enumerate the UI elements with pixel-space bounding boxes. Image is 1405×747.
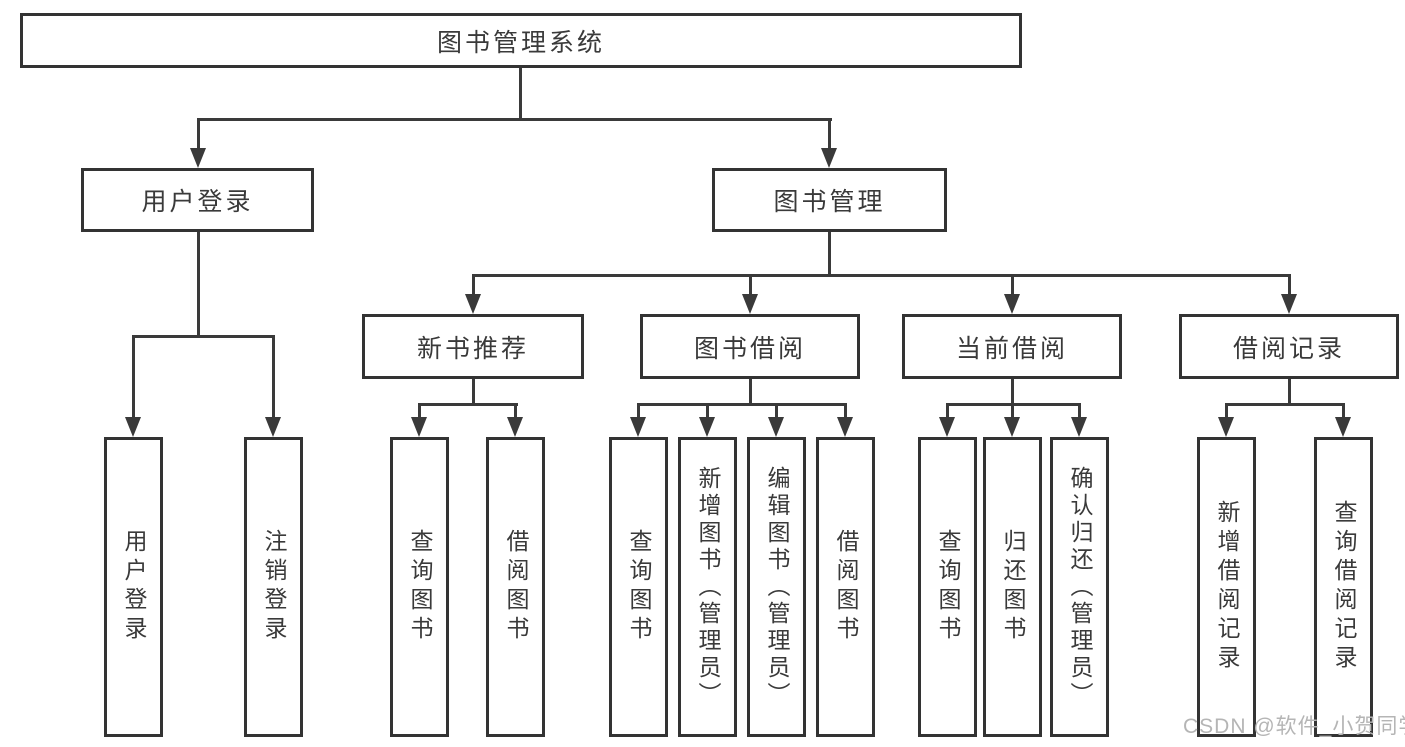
leaf-current-query-books-label: 查询图书	[935, 529, 961, 645]
leaf-add-borrow-record: 新增借阅记录	[1197, 437, 1256, 737]
connector-line	[946, 403, 949, 419]
leaf-borrow-borrow-books: 借阅图书	[816, 437, 875, 737]
connector-line	[844, 403, 847, 419]
leaf-borrow-query-books: 查询图书	[609, 437, 668, 737]
node-user-login-label: 用户登录	[141, 188, 254, 216]
arrow-down-icon	[1071, 417, 1087, 437]
connector-line	[197, 118, 832, 121]
watermark-text: CSDN @软件_小贺同学	[1183, 715, 1405, 738]
connector-line	[472, 379, 475, 406]
leaf-borrow-query-books-label: 查询图书	[626, 529, 652, 645]
connector-line	[132, 335, 135, 419]
node-borrow-records-label: 借阅记录	[1232, 334, 1345, 363]
node-book-borrow-label: 图书借阅	[693, 334, 806, 363]
connector-line	[1011, 403, 1014, 419]
leaf-edit-book-admin-label: 编辑图书（管理员）	[764, 465, 790, 709]
connector-line	[749, 274, 752, 296]
connector-line	[132, 335, 275, 338]
leaf-user-login: 用户登录	[104, 437, 163, 737]
node-book-management-label: 图书管理	[773, 188, 886, 216]
connector-line	[775, 403, 778, 419]
arrow-down-icon	[939, 417, 955, 437]
connector-line	[1288, 379, 1291, 406]
arrow-down-icon	[821, 148, 837, 168]
connector-line	[1011, 274, 1014, 296]
connector-line	[519, 68, 522, 118]
leaf-logout-label: 注销登录	[261, 529, 287, 645]
leaf-query-borrow-record-label: 查询借阅记录	[1331, 500, 1357, 674]
arrow-down-icon	[1004, 417, 1020, 437]
connector-line	[828, 118, 831, 150]
leaf-user-login-label: 用户登录	[121, 529, 147, 645]
connector-line	[1011, 379, 1014, 406]
connector-line	[828, 232, 831, 277]
connector-line	[637, 403, 640, 419]
node-borrow-records: 借阅记录	[1179, 314, 1399, 379]
node-user-login: 用户登录	[81, 168, 314, 232]
connector-line	[272, 335, 275, 419]
connector-line	[1288, 274, 1291, 296]
connector-line	[418, 403, 421, 419]
arrow-down-icon	[125, 417, 141, 437]
leaf-recommend-borrow-books-label: 借阅图书	[503, 529, 529, 645]
leaf-recommend-query-books-label: 查询图书	[407, 529, 433, 645]
leaf-return-books-label: 归还图书	[1000, 529, 1026, 645]
node-root: 图书管理系统	[20, 13, 1022, 68]
node-book-management: 图书管理	[712, 168, 947, 232]
leaf-confirm-return-admin-label: 确认归还（管理员）	[1067, 465, 1093, 709]
node-current-borrow-label: 当前借阅	[955, 334, 1068, 363]
leaf-add-book-admin: 新增图书（管理员）	[678, 437, 737, 737]
arrow-down-icon	[742, 294, 758, 314]
arrow-down-icon	[507, 417, 523, 437]
connector-line	[472, 274, 475, 296]
connector-line	[197, 118, 200, 150]
arrow-down-icon	[265, 417, 281, 437]
arrow-down-icon	[1335, 417, 1351, 437]
arrow-down-icon	[630, 417, 646, 437]
leaf-borrow-borrow-books-label: 借阅图书	[833, 529, 859, 645]
leaf-logout: 注销登录	[244, 437, 303, 737]
connector-line	[197, 232, 200, 338]
node-root-label: 图书管理系统	[436, 28, 605, 57]
connector-line	[418, 403, 518, 406]
leaf-return-books: 归还图书	[983, 437, 1042, 737]
leaf-query-borrow-record: 查询借阅记录	[1314, 437, 1373, 737]
arrow-down-icon	[768, 417, 784, 437]
connector-line	[749, 379, 752, 406]
leaf-recommend-query-books: 查询图书	[390, 437, 449, 737]
connector-line	[514, 403, 517, 419]
node-current-borrow: 当前借阅	[902, 314, 1122, 379]
arrow-down-icon	[1218, 417, 1234, 437]
arrow-down-icon	[1004, 294, 1020, 314]
node-new-book-recommend: 新书推荐	[362, 314, 584, 379]
leaf-edit-book-admin: 编辑图书（管理员）	[747, 437, 806, 737]
arrow-down-icon	[699, 417, 715, 437]
leaf-add-borrow-record-label: 新增借阅记录	[1214, 500, 1240, 674]
watermark: CSDN @软件_小贺同学	[1183, 710, 1405, 740]
connector-line	[706, 403, 709, 419]
arrow-down-icon	[465, 294, 481, 314]
connector-line	[1225, 403, 1345, 406]
node-new-book-recommend-label: 新书推荐	[416, 334, 529, 363]
arrow-down-icon	[1281, 294, 1297, 314]
connector-line	[1078, 403, 1081, 419]
arrow-down-icon	[190, 148, 206, 168]
leaf-recommend-borrow-books: 借阅图书	[486, 437, 545, 737]
connector-line	[637, 403, 847, 406]
leaf-confirm-return-admin: 确认归还（管理员）	[1050, 437, 1109, 737]
connector-line	[472, 274, 1291, 277]
node-book-borrow: 图书借阅	[640, 314, 860, 379]
arrow-down-icon	[837, 417, 853, 437]
connector-line	[1342, 403, 1345, 419]
connector-line	[1225, 403, 1228, 419]
leaf-current-query-books: 查询图书	[918, 437, 977, 737]
arrow-down-icon	[411, 417, 427, 437]
leaf-add-book-admin-label: 新增图书（管理员）	[695, 465, 721, 709]
